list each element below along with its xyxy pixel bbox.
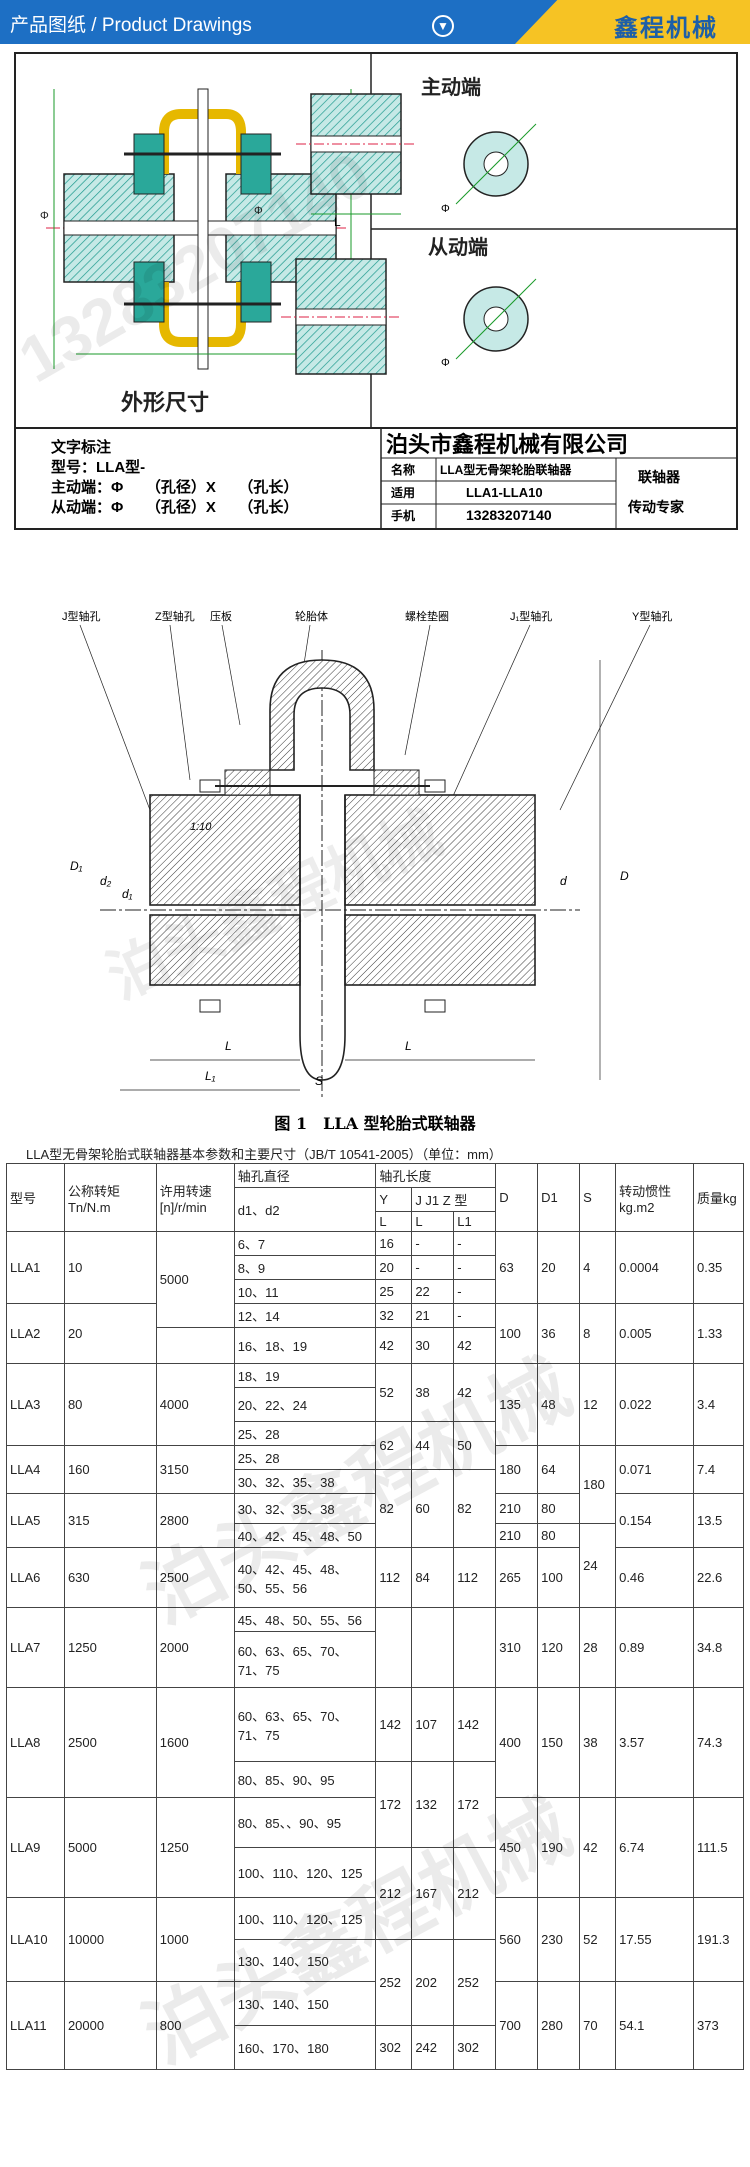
brand-banner: [515, 0, 750, 44]
svg-text:螺栓垫圈: 螺栓垫圈: [405, 609, 449, 623]
chevron-down-icon[interactable]: ▼: [432, 15, 454, 37]
svg-text:Y型轴孔: Y型轴孔: [632, 609, 672, 623]
svg-text:Φ: Φ: [441, 357, 450, 369]
product-name: LLA型无骨架轮胎联轴器: [440, 462, 572, 477]
svg-text:d₂: d₂: [100, 874, 112, 888]
svg-text:Φ: Φ: [254, 205, 263, 217]
svg-text:J₁型轴孔: J₁型轴孔: [510, 609, 552, 623]
svg-text:手机: 手机: [391, 508, 415, 523]
apply-range: LLA1-LLA10: [466, 485, 543, 500]
technical-drawing: J型轴孔 Z型轴孔 压板 轮胎体 螺栓垫圈 J₁型轴孔 Y型轴孔 1:10 D₁…: [0, 580, 750, 1140]
page-header: 产品图纸 / Product Drawings ▼ 鑫程机械: [0, 0, 750, 44]
phone-number: 13283207140: [466, 507, 552, 523]
notes-model: 型号：LLA型-: [51, 458, 145, 476]
svg-text:适用: 适用: [391, 485, 415, 500]
header-row: 型号 公称转矩 Tn/N.m 许用转速 [n]/r/min 轴孔直径 轴孔长度 …: [6, 1163, 745, 1232]
notes-driving: 主动端：Φ （孔径）X （孔长）: [51, 478, 298, 496]
svg-text:Z型轴孔: Z型轴孔: [155, 609, 195, 623]
brand-name: 鑫程机械: [614, 15, 718, 42]
company-name: 泊头市鑫程机械有限公司: [386, 432, 628, 457]
table-caption: LLA型无骨架轮胎式联轴器基本参数和主要尺寸（JB/T 10541-2005）（…: [26, 1147, 502, 1162]
outline-dims-label: 外形尺寸: [121, 390, 209, 415]
coupling-outline: Φ Φ: [40, 88, 352, 370]
svg-text:S: S: [315, 1074, 323, 1088]
notes-title: 文字标注: [51, 438, 111, 456]
svg-text:名称: 名称: [391, 462, 415, 477]
svg-text:J型轴孔: J型轴孔: [62, 609, 101, 623]
svg-text:Φ: Φ: [441, 203, 450, 215]
technical-drawing-svg: J型轴孔 Z型轴孔 压板 轮胎体 螺栓垫圈 J₁型轴孔 Y型轴孔 1:10 D₁…: [62, 609, 672, 1100]
svg-text:联轴器: 联轴器: [638, 469, 681, 485]
parameter-table: 型号 公称转矩 Tn/N.m 许用转速 [n]/r/min 轴孔直径 轴孔长度 …: [6, 1163, 745, 2070]
svg-text:L: L: [225, 1039, 232, 1053]
svg-text:L₁: L₁: [205, 1069, 216, 1083]
driving-end-hub: L Φ: [296, 93, 537, 229]
coupling-section: [100, 650, 580, 1100]
figure-caption: 图 1 LLA 型轮胎式联轴器: [274, 1114, 476, 1133]
outline-drawing-svg: Φ Φ 外形尺寸 L Φ 主动端 Φ 从动端 文字标注 型号：LLA型- 主动端…: [7, 54, 736, 528]
svg-text:D₁: D₁: [70, 859, 83, 873]
dimension-labels: 1:10 D₁ d₂ d₁ d D L L L₁ S: [70, 660, 629, 1091]
svg-text:1:10: 1:10: [190, 821, 212, 833]
notes-driven: 从动端：Φ （孔径）X （孔长）: [51, 498, 298, 516]
svg-text:传动专家: 传动专家: [627, 499, 685, 515]
svg-text:d: d: [560, 874, 567, 888]
section-title: 产品图纸 / Product Drawings: [10, 15, 252, 36]
outline-drawing: Φ Φ 外形尺寸 L Φ 主动端 Φ 从动端 文字标注 型号：LLA型- 主动端…: [7, 52, 738, 530]
svg-text:D: D: [620, 869, 629, 883]
driven-end-hub: Φ: [281, 258, 537, 375]
svg-text:压板: 压板: [210, 609, 232, 623]
dia-label: Φ: [40, 210, 49, 222]
svg-text:d₁: d₁: [122, 887, 133, 901]
driven-end-label: 从动端: [428, 236, 488, 259]
svg-text:轮胎体: 轮胎体: [295, 609, 328, 623]
driving-end-label: 主动端: [421, 75, 481, 99]
svg-text:L: L: [405, 1039, 412, 1053]
svg-text:L: L: [334, 215, 341, 229]
